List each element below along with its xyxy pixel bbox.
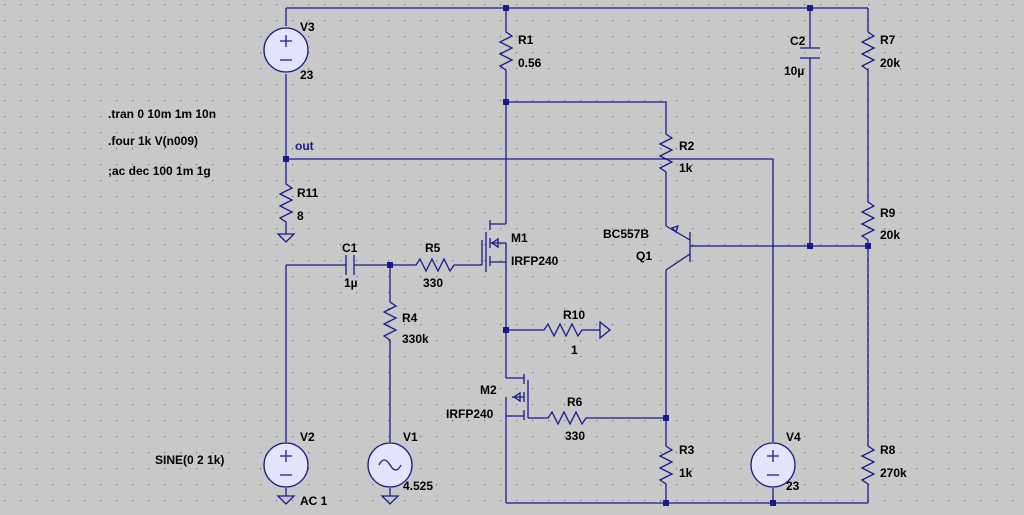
directives: .tran 0 10m 1m 10n .four 1k V(n009) ;ac …: [108, 107, 216, 178]
junctions: [283, 5, 871, 506]
label-r8-value: 270k: [880, 466, 907, 480]
resistor-r9[interactable]: [860, 198, 876, 244]
label-c1-value: 1µ: [344, 276, 358, 290]
mosfet-m1[interactable]: [481, 220, 507, 272]
label-q1-name: Q1: [636, 249, 652, 263]
label-v1-value: 4.525: [403, 479, 433, 493]
label-r1-value: 0.56: [518, 56, 542, 70]
label-q1-model: BC557B: [603, 227, 649, 241]
label-v1-name: V1: [403, 430, 418, 444]
source-v1[interactable]: [367, 442, 413, 488]
label-v2-ac: AC 1: [300, 494, 328, 508]
label-r11-value: 8: [297, 209, 304, 223]
label-r1-name: R1: [518, 33, 534, 47]
label-r2-name: R2: [679, 139, 695, 153]
label-c2-name: C2: [790, 34, 806, 48]
capacitor-c2[interactable]: [800, 44, 820, 62]
label-r7-value: 20k: [880, 56, 900, 70]
resistor-r7[interactable]: [860, 28, 876, 74]
label-r2-value: 1k: [679, 161, 693, 175]
label-v2-value: SINE(0 2 1k): [155, 453, 224, 467]
label-r11-name: R11: [297, 186, 319, 200]
label-r3-name: R3: [679, 443, 695, 457]
label-m1-name: M1: [511, 231, 528, 245]
ground-symbols: [276, 228, 612, 505]
label-r6-name: R6: [567, 395, 583, 409]
net-label-out: out: [295, 139, 314, 153]
source-v3[interactable]: [263, 27, 309, 73]
resistor-r1[interactable]: [498, 28, 514, 74]
directive-tran: .tran 0 10m 1m 10n: [108, 107, 216, 121]
wires: [285, 7, 869, 504]
resistor-r5[interactable]: [412, 257, 456, 273]
label-m2-value: IRFP240: [446, 407, 494, 421]
label-r3-value: 1k: [679, 466, 693, 480]
label-v2-name: V2: [300, 430, 315, 444]
resistor-r10[interactable]: [540, 322, 588, 338]
label-v4-name: V4: [786, 430, 801, 444]
label-v3-value: 23: [300, 68, 314, 82]
label-r9-value: 20k: [880, 228, 900, 242]
label-r7-name: R7: [880, 33, 896, 47]
resistor-r4[interactable]: [382, 298, 398, 346]
label-r10-name: R10: [563, 308, 585, 322]
label-v3-name: V3: [300, 20, 315, 34]
label-c1-name: C1: [342, 241, 358, 255]
source-v4[interactable]: [750, 442, 796, 488]
component-labels: V3 23 R1 0.56 C2 10µ R7 20k R2 1k R11 8 …: [155, 20, 907, 508]
source-v2[interactable]: [263, 442, 309, 488]
resistor-r2[interactable]: [658, 130, 674, 178]
resistor-r8[interactable]: [860, 442, 876, 488]
label-m1-value: IRFP240: [511, 254, 559, 268]
label-r10-value: 1: [571, 343, 578, 357]
label-r9-name: R9: [880, 206, 896, 220]
label-v4-value: 23: [786, 479, 800, 493]
label-r5-value: 330: [423, 276, 443, 290]
capacitor-c1[interactable]: [343, 255, 357, 275]
mosfet-m2[interactable]: [505, 372, 529, 420]
label-r5-name: R5: [425, 241, 441, 255]
label-r6-value: 330: [565, 429, 585, 443]
bjt-q1[interactable]: [665, 224, 694, 271]
resistor-r6[interactable]: [542, 410, 600, 426]
label-r8-name: R8: [880, 443, 896, 457]
directive-four: .four 1k V(n009): [108, 134, 198, 148]
resistor-r11[interactable]: [278, 180, 294, 228]
label-r4-name: R4: [402, 311, 418, 325]
label-c2-value: 10µ: [784, 64, 804, 78]
label-m2-name: M2: [480, 383, 497, 397]
directive-ac: ;ac dec 100 1m 1g: [108, 164, 211, 178]
label-r4-value: 330k: [402, 332, 429, 346]
resistor-r3[interactable]: [658, 442, 674, 488]
